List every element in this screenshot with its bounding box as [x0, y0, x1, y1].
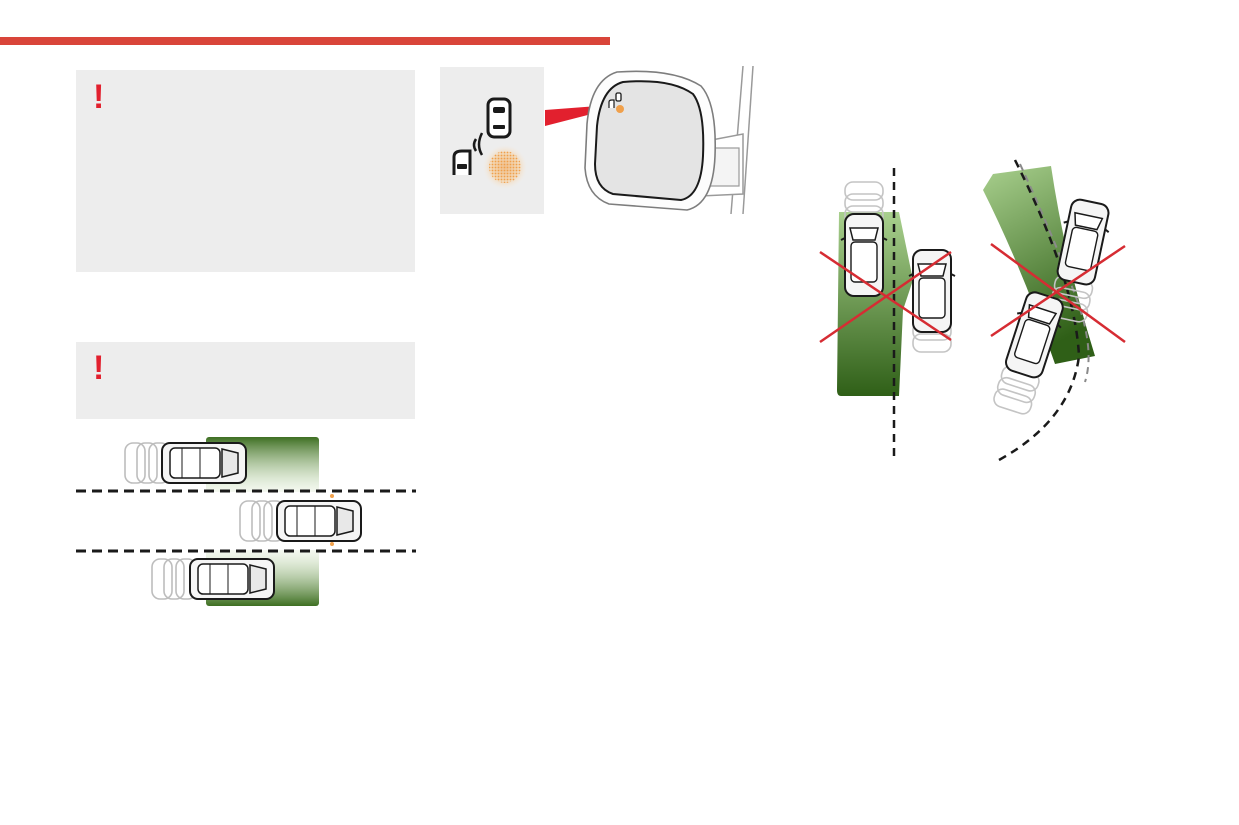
vehicle-upper	[124, 442, 247, 484]
vehicle-icon	[452, 149, 472, 175]
vehicle-ego	[239, 494, 362, 546]
exclamation-icon: !	[93, 78, 105, 116]
mirror-blind-spot-icon	[608, 92, 624, 113]
detection-zone	[983, 166, 1095, 364]
non-detection-illustration	[819, 159, 1126, 462]
warning-note-box: !	[76, 70, 415, 272]
vehicle-parallel	[840, 181, 888, 297]
lane-marking	[998, 159, 1081, 462]
cross-mark-icon	[990, 242, 1126, 344]
header-accent-rule	[0, 37, 610, 45]
door-mirror-illustration	[584, 65, 754, 215]
car-top-icon	[486, 97, 512, 139]
exclamation-icon: !	[93, 349, 105, 387]
signal-waves-icon	[472, 132, 484, 156]
warning-note-box: !	[76, 342, 415, 419]
cross-mark-icon	[819, 250, 952, 344]
vehicle-lower	[151, 558, 275, 600]
blind-spot-indicator-inset	[440, 67, 544, 214]
lane-blind-spot-illustration	[76, 437, 416, 606]
